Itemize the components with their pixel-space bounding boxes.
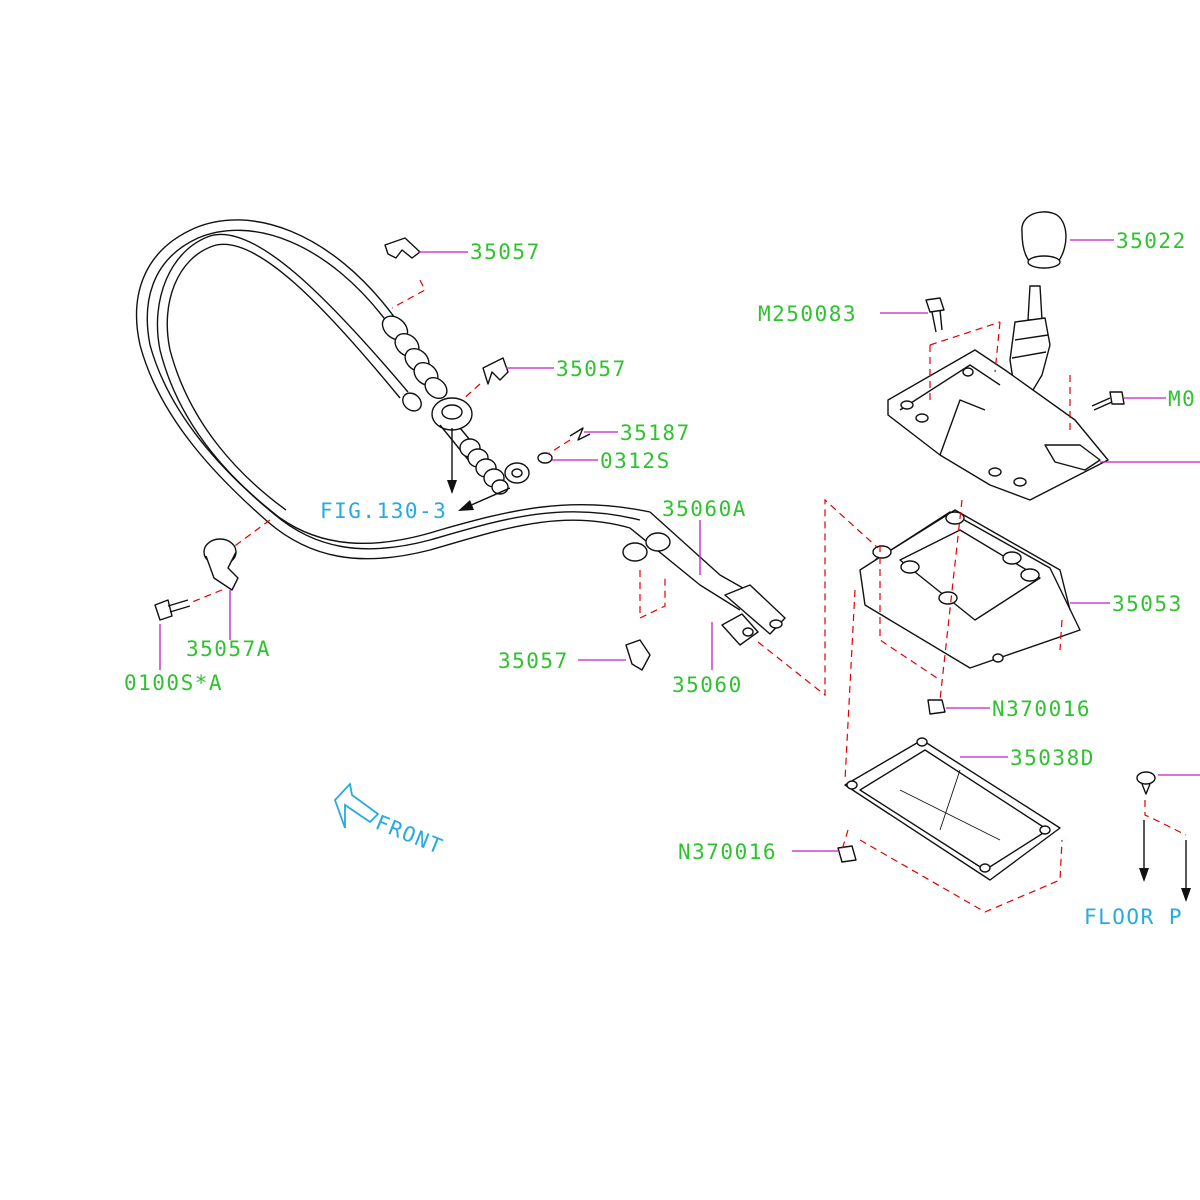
label-0312s: 0312S [600,449,671,473]
cable-clamp [203,538,239,591]
clip-35057-mid [482,357,509,385]
clip-35057-top [384,237,421,259]
label-35187: 35187 [620,421,691,445]
cable-end-35060 [622,532,786,646]
label-n370016-b: N370016 [678,840,777,864]
cable-boot-upper [381,315,486,463]
nut-n370016-upper [927,699,946,715]
leader-lines [159,239,1200,852]
shifter-base [887,349,1109,501]
shifter-housing [859,509,1081,669]
washer [537,452,553,464]
label-m0: M0 [1168,387,1196,411]
clip-35057-low [625,639,651,671]
shift-lever [1009,285,1051,396]
small-bolt-m0 [1091,391,1125,411]
label-35057-c: 35057 [498,649,569,673]
front-arrow-icon [333,782,380,829]
label-35057a: 35057A [186,637,271,661]
label-35053: 35053 [1112,592,1183,616]
label-0100s-a: 0100S*A [124,671,223,695]
label-35038d: 35038D [1010,746,1095,770]
label-35022: 35022 [1116,229,1187,253]
nut-n370016-lower [837,845,857,863]
label-35057-a: 35057 [470,240,541,264]
shift-cable-assembly [135,219,751,611]
label-m250083: M250083 [758,302,857,326]
label-35057-b: 35057 [556,357,627,381]
bracket [1044,444,1101,471]
label-fig-ref[interactable]: FIG.130-3 [320,499,447,523]
label-n370016-a: N370016 [992,697,1091,721]
bolt [154,599,191,621]
grommet [1136,771,1156,795]
small-bolt-m250083 [925,297,945,333]
label-35060a: 35060A [662,497,747,521]
label-35060: 35060 [672,673,743,697]
cover-plate [844,737,1061,881]
shift-knob [1021,211,1067,269]
label-front: FRONT [372,810,447,859]
label-floor-ref[interactable]: FLOOR P [1084,905,1183,929]
hidden-lines [191,279,1187,913]
cable-boot-lower [459,427,591,495]
